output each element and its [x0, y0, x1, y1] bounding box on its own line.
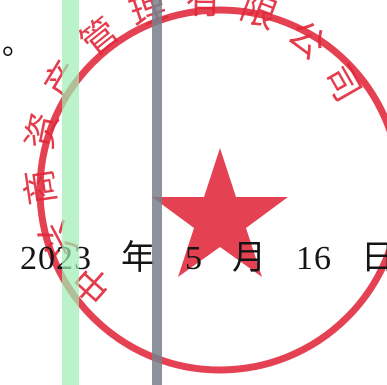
date-month-unit: 月 — [232, 240, 267, 277]
date-year-unit: 年 — [121, 240, 156, 277]
star-icon — [152, 148, 288, 277]
date-day-unit: 日 — [361, 240, 387, 277]
green-highlight-stripe — [62, 0, 79, 385]
date-day: 16 — [296, 240, 332, 277]
date-month: 5 — [185, 240, 203, 277]
period-mark: 。 — [2, 27, 32, 62]
gray-scan-stripe — [152, 0, 162, 385]
date-line: 2023 年 5 月 16 日 — [20, 242, 387, 276]
date-year: 2023 — [20, 240, 92, 277]
seal-outer-ring — [36, 6, 387, 374]
